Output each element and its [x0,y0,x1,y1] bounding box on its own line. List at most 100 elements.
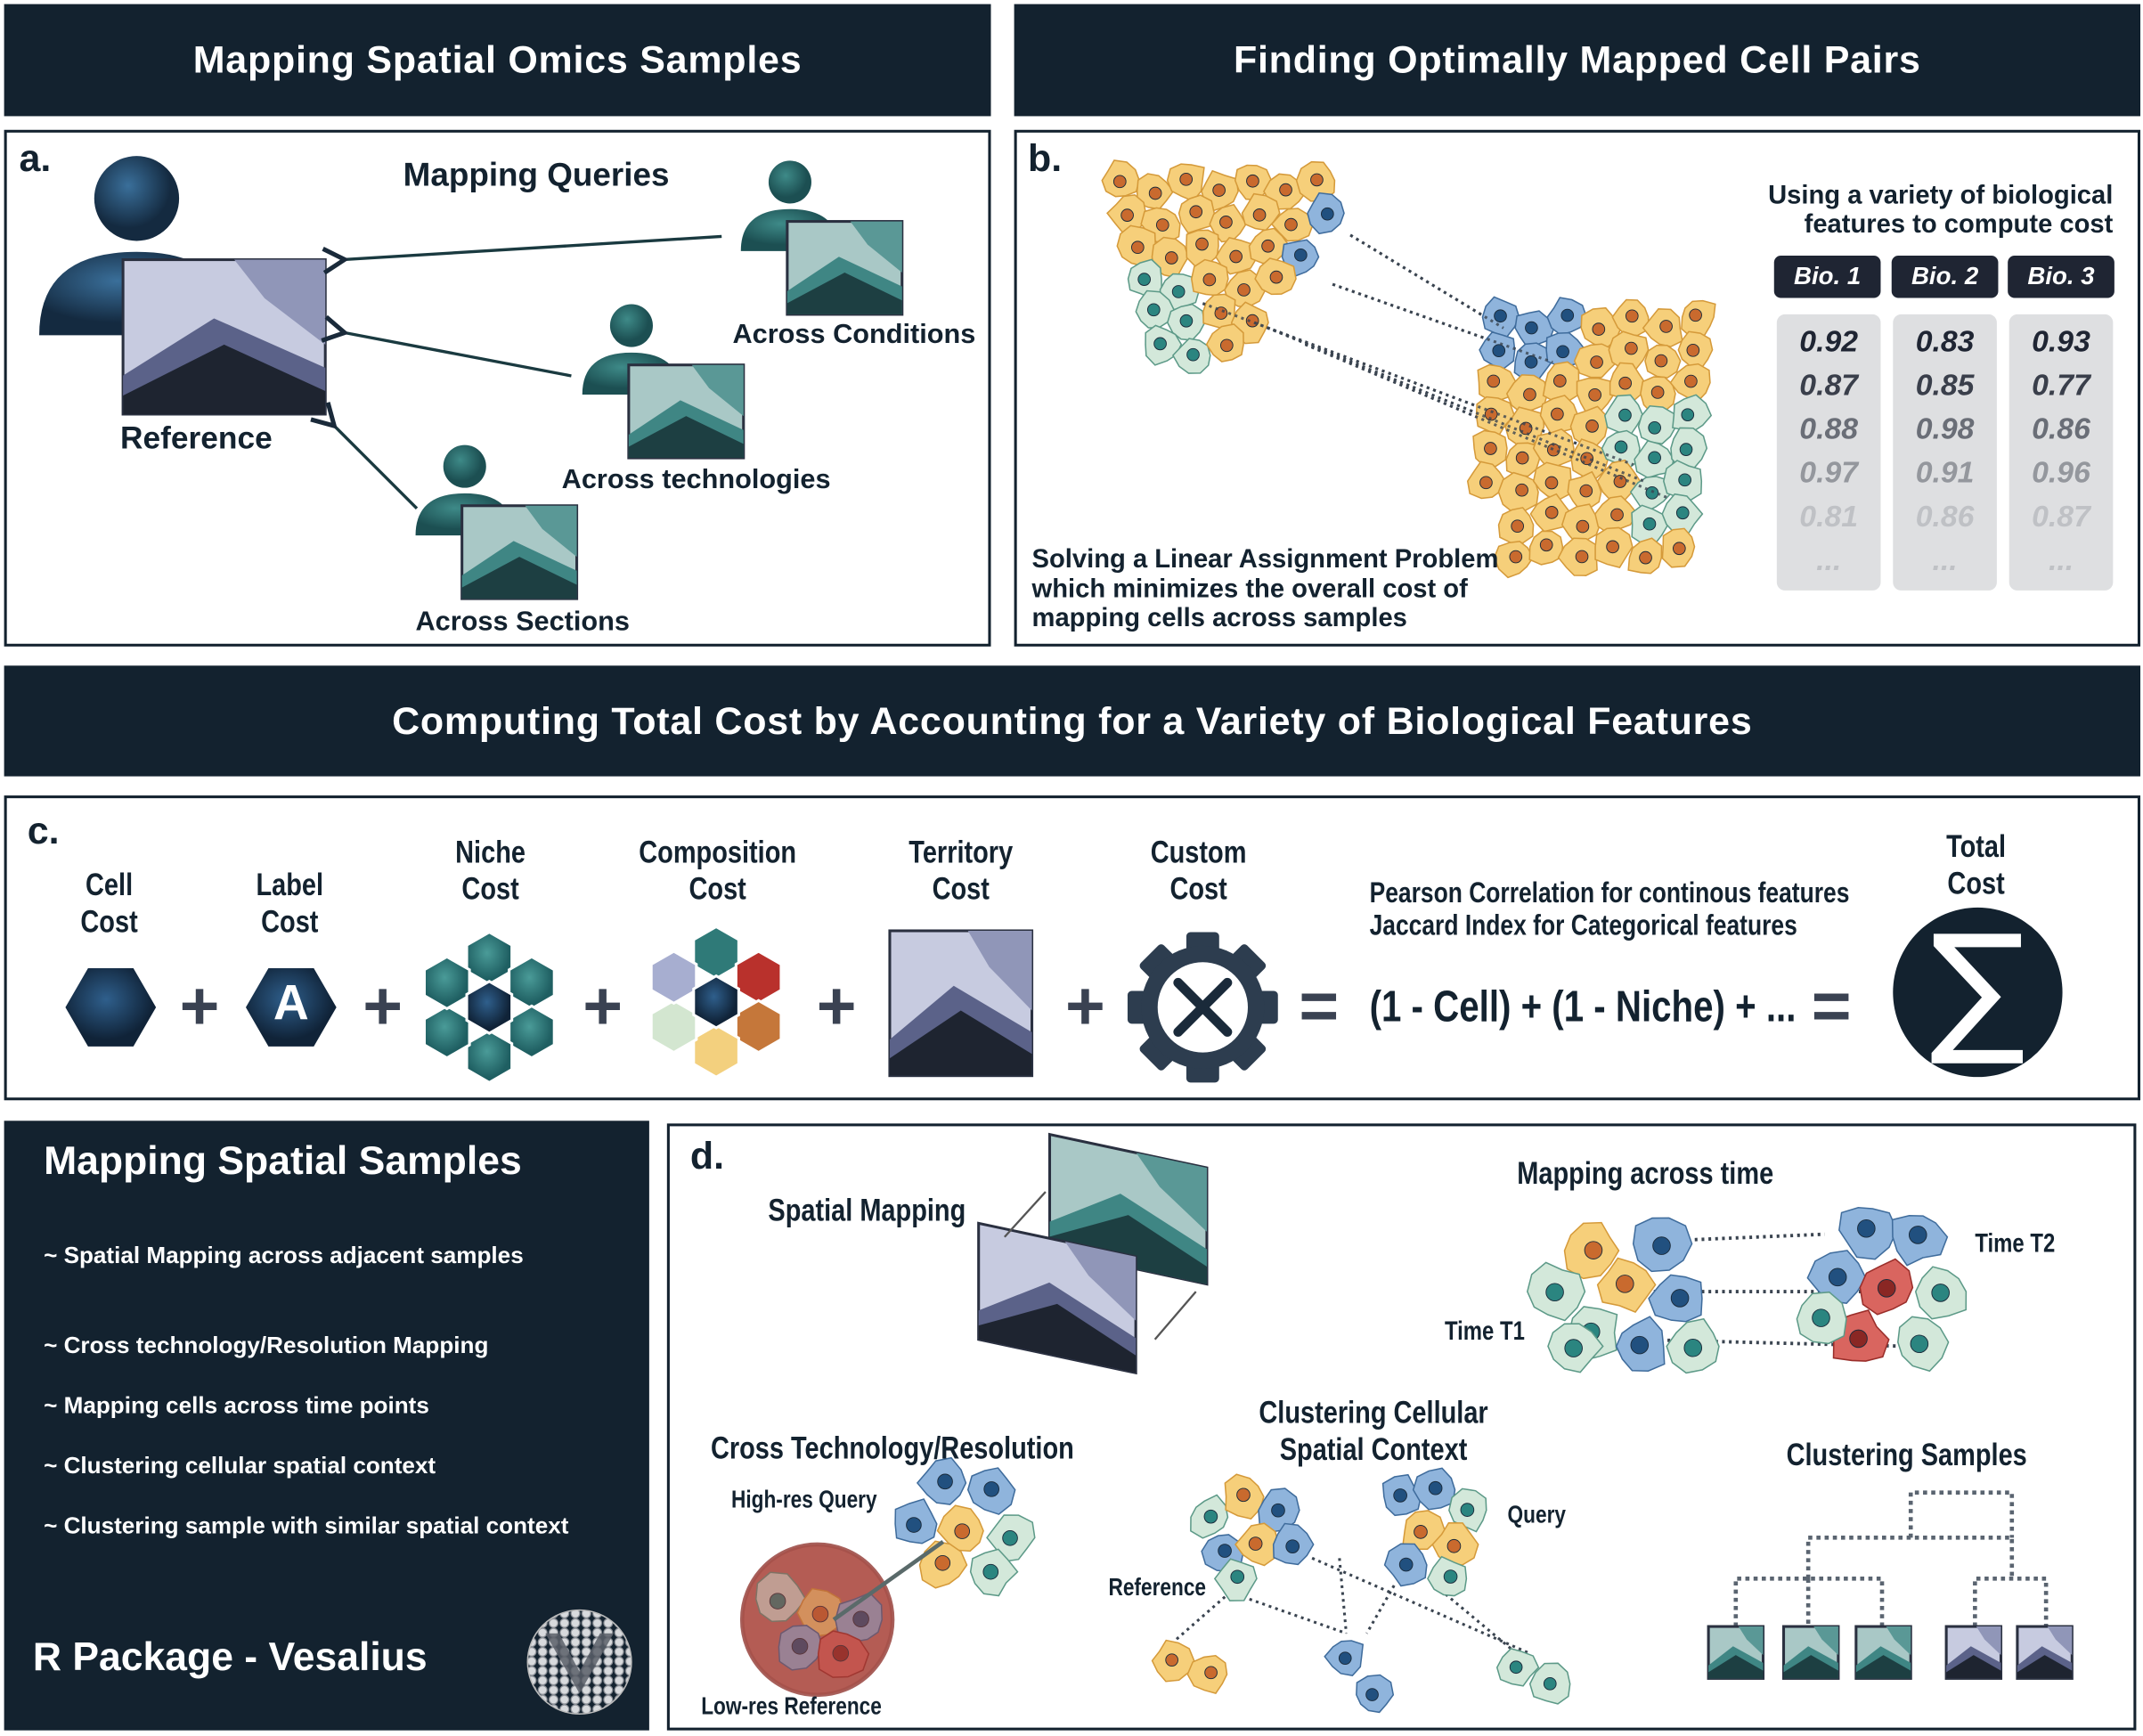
sample-thumbnail-icon [2016,1625,2074,1680]
cell-nucleus [1670,1289,1690,1308]
sample-thumbnail-icon [1781,1625,1840,1680]
hex-center [692,974,740,1030]
cell-nucleus [982,1563,999,1580]
label-line: Territory [909,834,1014,869]
cell-nucleus [1524,355,1538,369]
label-line: Custom [1150,834,1247,869]
cell-cost-hexagon-icon [62,966,159,1049]
cell-nucleus [1269,270,1283,284]
bio-value: 0.87 [1799,367,1859,403]
context-link-line [1338,1558,1349,1634]
label-line: Label [256,866,324,902]
hex-center [465,980,514,1035]
cell-nucleus [1849,1329,1868,1349]
cell-nucleus [1146,303,1161,317]
cell-nucleus [852,1610,869,1628]
cell-nucleus [1614,440,1628,454]
features-title-line2: features to compute cost [1804,210,2114,240]
territory-cost-icon [888,929,1034,1078]
cell-nucleus [1857,1218,1876,1238]
reference-image-icon [121,258,327,416]
cell-nucleus [1237,283,1251,297]
cell-nucleus [1279,183,1292,197]
cell-nucleus [1204,1666,1218,1680]
assignment-line [1304,343,1671,501]
bio-header-1: Bio. 1 [1773,255,1881,298]
panel-d-letter: d. [689,1134,725,1178]
dendrogram [1733,1490,2049,1627]
cell-nucleus [1515,451,1529,465]
cell-nucleus [1484,442,1497,455]
cell-nucleus [1487,374,1501,388]
reference-label: Reference [120,420,273,455]
cell-nucleus [1164,251,1178,265]
mountain-front [461,557,577,599]
cell-nucleus [1648,451,1661,465]
high-res-query-label: High-res Query [730,1486,877,1513]
hex-cell [649,950,698,1006]
assignment-line [1349,233,1504,330]
hex-cell [422,1004,471,1060]
cell-nucleus [1229,249,1243,264]
cell-nucleus [1659,320,1673,333]
header-computing-total-cost: Computing Total Cost by Accounting for a… [4,665,2141,777]
hex-cell [422,955,471,1011]
hex-cell [465,930,514,986]
person-head-icon [768,160,811,204]
cell-nucleus [1544,476,1559,490]
cell-nucleus [1618,376,1633,390]
cell-nucleus [1639,550,1652,565]
bio-value: ... [2048,542,2074,577]
mountain-front [2017,1655,2073,1679]
context-link-line [1365,1585,1396,1634]
cell-nucleus [1544,506,1559,519]
panel-a-graphics [39,156,904,600]
query-label: Query [1507,1500,1567,1528]
cell-nucleus [811,1605,829,1623]
cell-nucleus [1252,208,1267,222]
header-mapping-spatial-omics: Mapping Spatial Omics Samples [4,4,991,117]
cross-technology-label: Cross Technology/Resolution [710,1430,1074,1465]
cell-nucleus [1539,538,1553,552]
cell-nucleus [1261,239,1275,253]
cell-nucleus [1625,341,1638,355]
tissue-section-icon [977,1221,1137,1375]
cell-mapping-graphic [1101,159,1716,579]
hex-cell [734,950,783,1006]
equals-operator: = [1811,967,1852,1045]
cell-nucleus [1613,475,1627,488]
cell-nucleus [791,1637,809,1655]
label-line: Cost [932,870,990,907]
sigma-circle-icon [1893,907,2063,1078]
sample-thumbnail-icon [1707,1625,1765,1680]
hex-cell [649,998,698,1055]
cell-nucleus [1588,387,1601,402]
cell-nucleus [937,1473,953,1490]
mountain-front [1783,1655,1838,1679]
bio-value: 0.91 [1915,454,1975,490]
jaccard-text: Jaccard Index for Categorical features [1369,909,1797,942]
custom-cost-gear-icon [1127,932,1278,1083]
query-image-icon-technologies [627,363,746,460]
bio-value: 0.97 [1799,454,1859,490]
cost-formula: (1 - Cell) + (1 - Niche) + ... [1369,981,1797,1031]
cell-nucleus [1365,1688,1379,1701]
summary-bullet: ~ Cross technology/Resolution Mapping [44,1333,489,1359]
mapping-arrow [342,332,572,378]
lap-description: Solving a Linear Assignment Problem whic… [1032,545,1499,633]
cell-nucleus [1828,1267,1847,1287]
hex-cell [465,1029,514,1085]
cell-nucleus [1492,344,1506,358]
cell-nucleus [1165,1653,1178,1667]
cell-nucleus [1310,173,1324,187]
lap-line: which minimizes the overall cost of [1031,575,1468,604]
image-sky [691,364,744,417]
